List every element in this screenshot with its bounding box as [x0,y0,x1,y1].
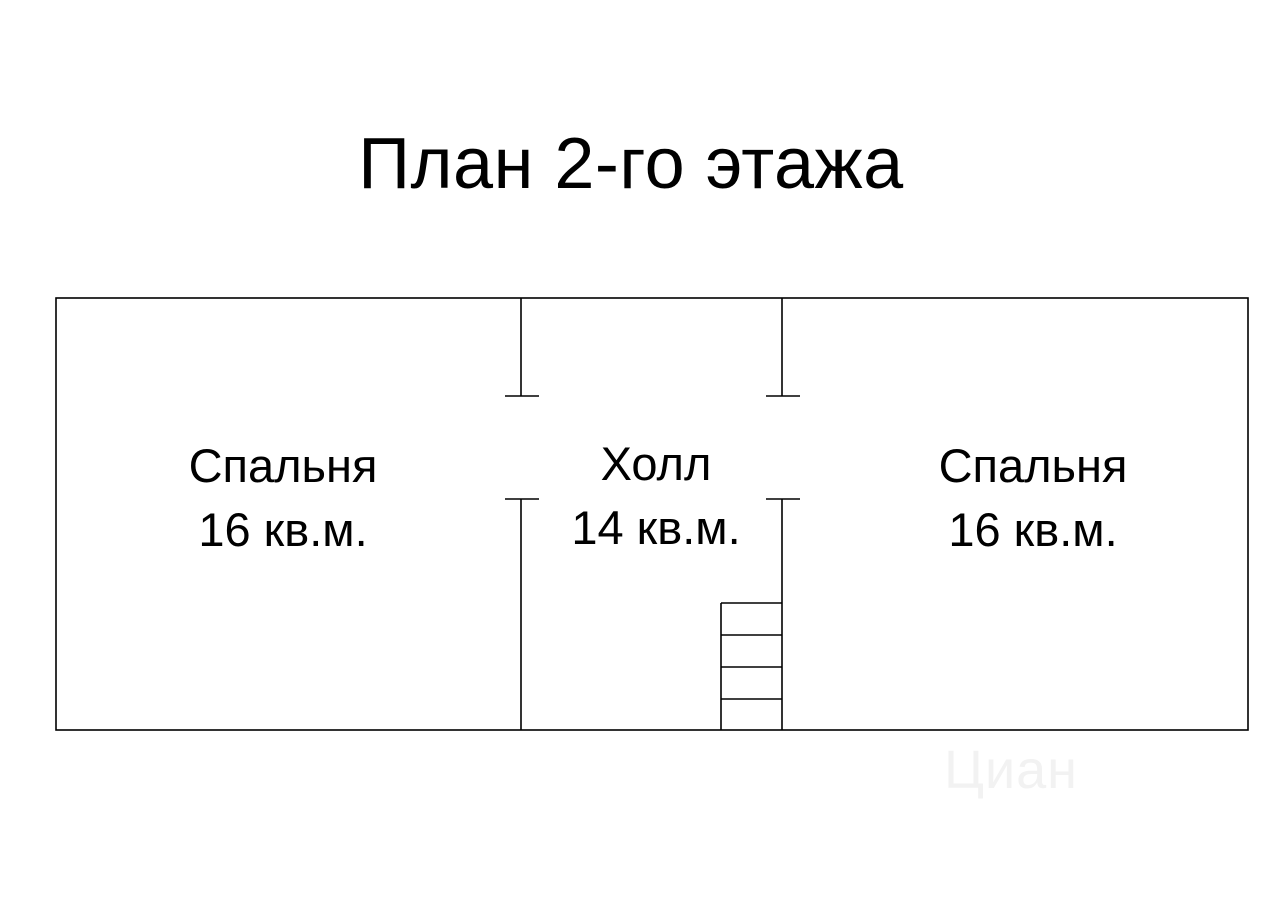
room-label-right-bedroom: Спальня 16 кв.м. [878,434,1188,562]
staircase [720,602,782,730]
room-label-hall: Холл 14 кв.м. [500,432,812,560]
room-area: 14 кв.м. [571,501,741,554]
room-name: Холл [600,437,712,490]
outer-wall [55,297,1249,731]
plan-title: План 2-го этажа [358,124,904,204]
room-area: 16 кв.м. [198,503,368,556]
room-label-left-bedroom: Спальня 16 кв.м. [128,434,438,562]
watermark-logo: Циан [944,740,1078,800]
room-name: Спальня [188,439,378,492]
room-name: Спальня [938,439,1128,492]
room-area: 16 кв.м. [948,503,1118,556]
